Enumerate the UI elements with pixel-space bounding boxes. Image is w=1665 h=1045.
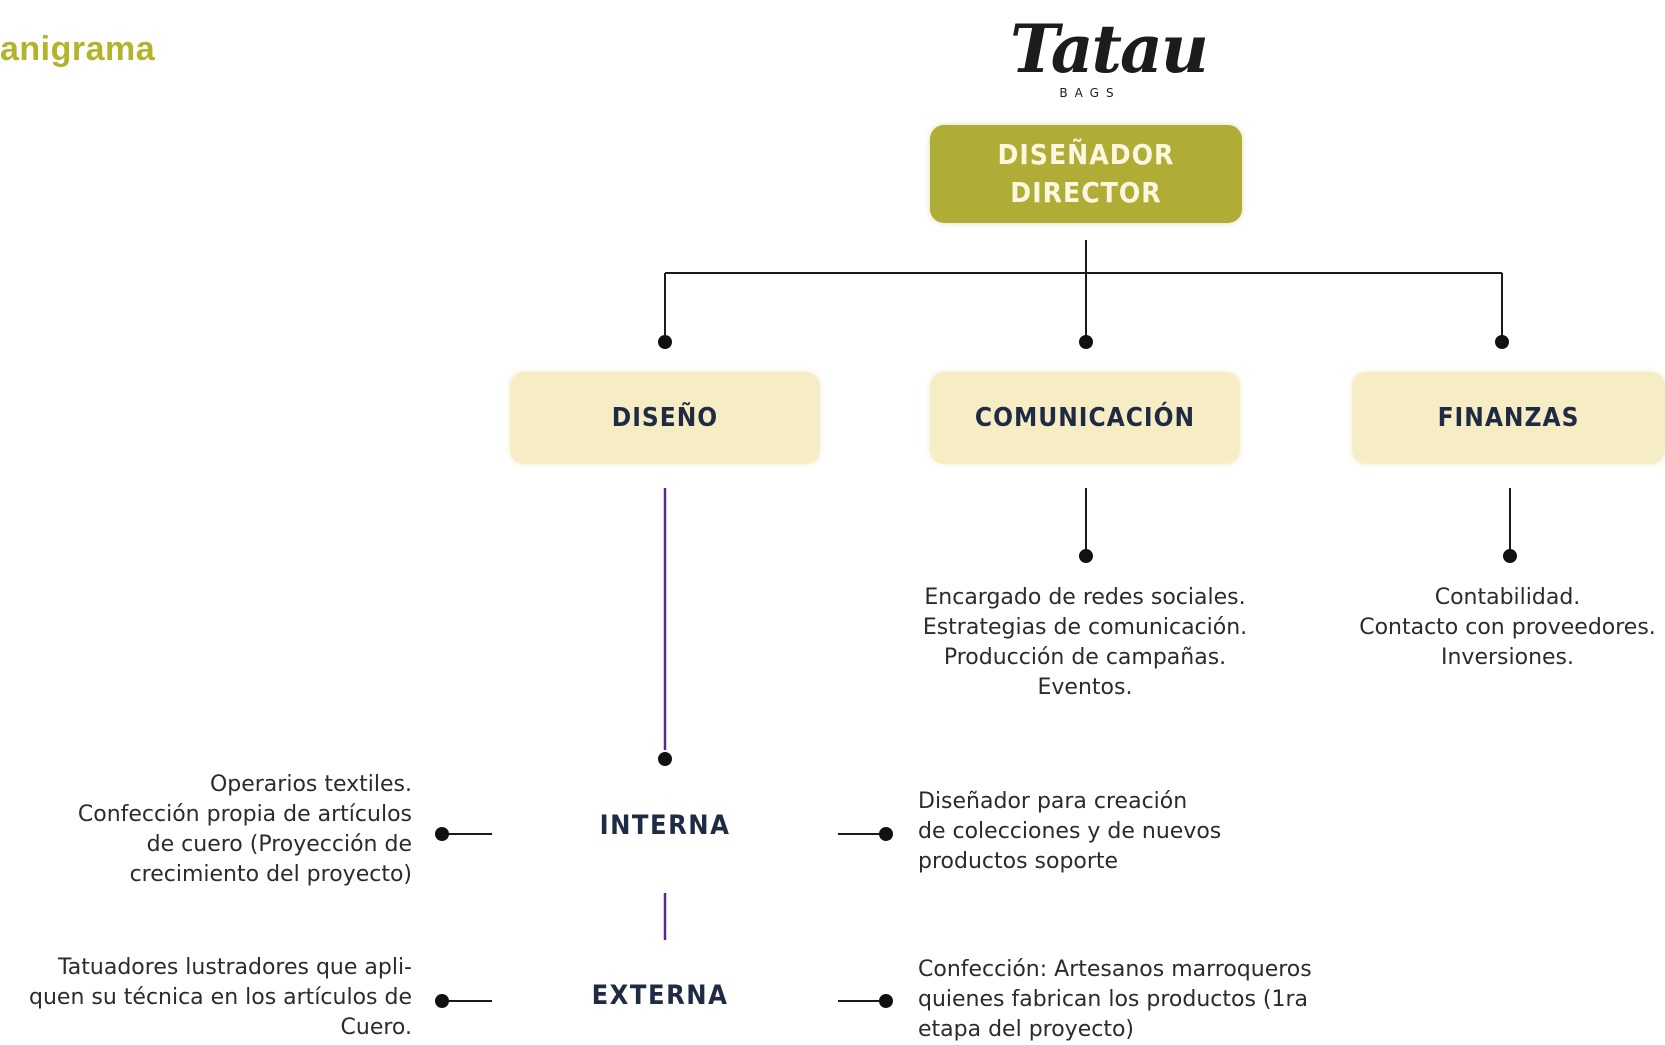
interna-left-line: Operarios textiles. [209,772,412,797]
comunicacion-task: Estrategias de comunicación. [922,615,1248,640]
externa-right-line: quienes fabrican los productos (1ra [918,987,1309,1012]
dot-diseno [658,335,672,349]
externa-left-line: Tatuadores lustradores que apli- [58,955,412,980]
interna-right-line: productos soporte [918,849,1119,874]
director-line-2: DIRECTOR [1010,176,1162,209]
dot-finanzas-tasks [1503,549,1517,563]
dot-externa-left [435,994,449,1008]
page-title: anigrama [0,30,156,68]
interna-left-text: Operarios textiles. Confección propia de… [0,770,412,890]
dot-comunicacion-tasks [1079,549,1093,563]
department-diseno: DISEÑO [510,372,820,464]
dot-interna-right [879,827,893,841]
interna-right-text: Diseñador para creación de colecciones y… [918,787,1278,877]
interna-right-line: de colecciones y de nuevos [918,819,1222,844]
interna-right-line: Diseñador para creación [918,789,1188,814]
comunicacion-task: Encargado de redes sociales. [924,585,1246,610]
externa-left-text: Tatuadores lustradores que apli- quen su… [0,953,412,1043]
director-line-1: DISEÑADOR [997,138,1175,171]
interna-label: INTERNA [599,810,731,841]
department-comunicacion: COMUNICACIÓN [930,372,1240,464]
comunicacion-task: Producción de campañas. [943,645,1227,670]
dot-comunicacion [1079,335,1093,349]
comunicacion-task: Eventos. [1037,675,1133,700]
finanzas-task: Contacto con proveedores. [1359,615,1656,640]
director-node: DISEÑADOR DIRECTOR [930,125,1242,223]
dot-interna-left [435,827,449,841]
logo-subtitle: BAGS [1059,86,1121,100]
dot-interna [658,752,672,766]
interna-left-line: crecimiento del proyecto) [129,862,412,887]
comunicacion-tasks: Encargado de redes sociales. Estrategias… [905,583,1265,703]
dot-finanzas [1495,335,1509,349]
externa-right-line: Confección: Artesanos marroqueros [918,957,1312,982]
department-finanzas: FINANZAS [1352,372,1665,464]
interna-left-line: de cuero (Proyección de [146,832,412,857]
externa-left-line: Cuero. [340,1015,412,1040]
interna-left-line: Confección propia de artículos [77,802,412,827]
externa-right-line: etapa del proyecto) [918,1017,1134,1042]
externa-label: EXTERNA [591,980,729,1011]
externa-left-line: quen su técnica en los artículos de [29,985,412,1010]
finanzas-tasks: Contabilidad. Contacto con proveedores. … [1350,583,1665,673]
dot-externa-right [879,994,893,1008]
finanzas-task: Contabilidad. [1434,585,1581,610]
finanzas-task: Inversiones. [1441,645,1574,670]
externa-right-text: Confección: Artesanos marroqueros quiene… [918,955,1378,1045]
